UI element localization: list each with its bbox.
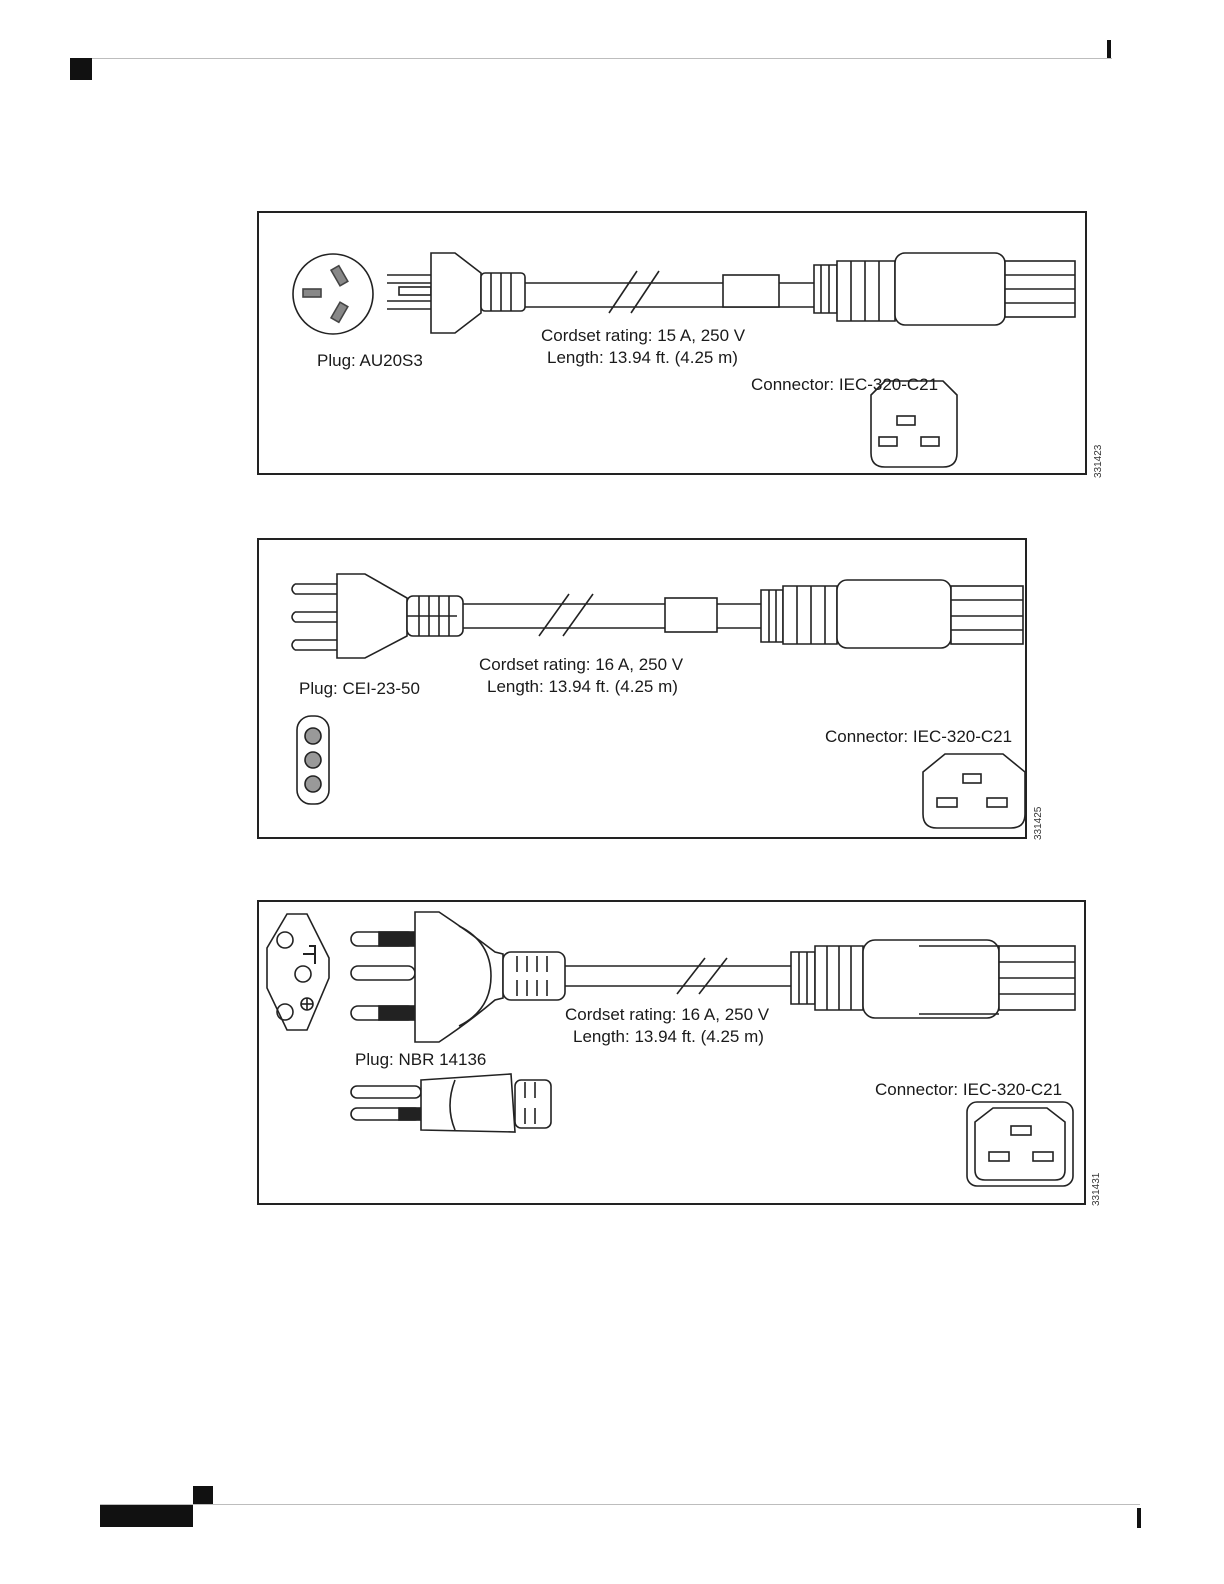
connector-label: Connector: IEC-320-C21 (825, 727, 1012, 747)
nbr-14136-socket-face-icon (267, 914, 329, 1030)
au20s3-cable (525, 271, 814, 313)
footer-rule (100, 1504, 1140, 1505)
nbr-14136-cable (565, 958, 791, 994)
header-rule (70, 58, 1112, 59)
connector-label: Connector: IEC-320-C21 (875, 1080, 1062, 1100)
nbr-14136-plug-side-icon (351, 1074, 551, 1132)
nbr-14136-plug-icon (351, 912, 565, 1042)
cei-23-50-connector-face-icon (923, 754, 1025, 828)
plug-label: Plug: NBR 14136 (355, 1050, 486, 1070)
power-cord-figure-nbr-14136: Plug: NBR 14136 Cordset rating: 16 A, 25… (257, 900, 1086, 1205)
plug-label: Plug: AU20S3 (317, 351, 423, 371)
cei-23-50-plug-icon (292, 574, 463, 658)
cord-length: Length: 13.94 ft. (4.25 m) (573, 1027, 764, 1047)
cord-length: Length: 13.94 ft. (4.25 m) (547, 348, 738, 368)
plug-label: Plug: CEI-23-50 (299, 679, 420, 699)
footer-marker (193, 1486, 213, 1504)
cei-23-50-connector-body-icon (761, 580, 1023, 648)
nbr-14136-connector-face-icon (967, 1102, 1073, 1186)
connector-label: Connector: IEC-320-C21 (751, 375, 938, 395)
cordset-rating: Cordset rating: 16 A, 250 V (565, 1005, 769, 1025)
cei-23-50-socket-face-icon (297, 716, 329, 804)
au20s3-socket-face-icon (293, 254, 373, 334)
au20s3-connector-body-icon (814, 253, 1075, 325)
cordset-rating: Cordset rating: 15 A, 250 V (541, 326, 745, 346)
figure-id: 331431 (1091, 1173, 1102, 1206)
header-marker (70, 58, 92, 80)
figure-id: 331423 (1093, 445, 1104, 478)
footer-tick (1137, 1508, 1141, 1528)
footer-page-tab (100, 1505, 193, 1527)
cei-23-50-cable (463, 594, 761, 636)
nbr-14136-connector-body-icon (791, 940, 1075, 1018)
au20s3-plug-icon (387, 253, 525, 333)
cord-length: Length: 13.94 ft. (4.25 m) (487, 677, 678, 697)
power-cord-figure-au20s3: Plug: AU20S3 Cordset rating: 15 A, 250 V… (257, 211, 1087, 475)
power-cord-figure-cei-23-50: Plug: CEI-23-50 Cordset rating: 16 A, 25… (257, 538, 1027, 839)
header-tick (1107, 40, 1111, 58)
cordset-rating: Cordset rating: 16 A, 250 V (479, 655, 683, 675)
figure-id: 331425 (1033, 807, 1044, 840)
